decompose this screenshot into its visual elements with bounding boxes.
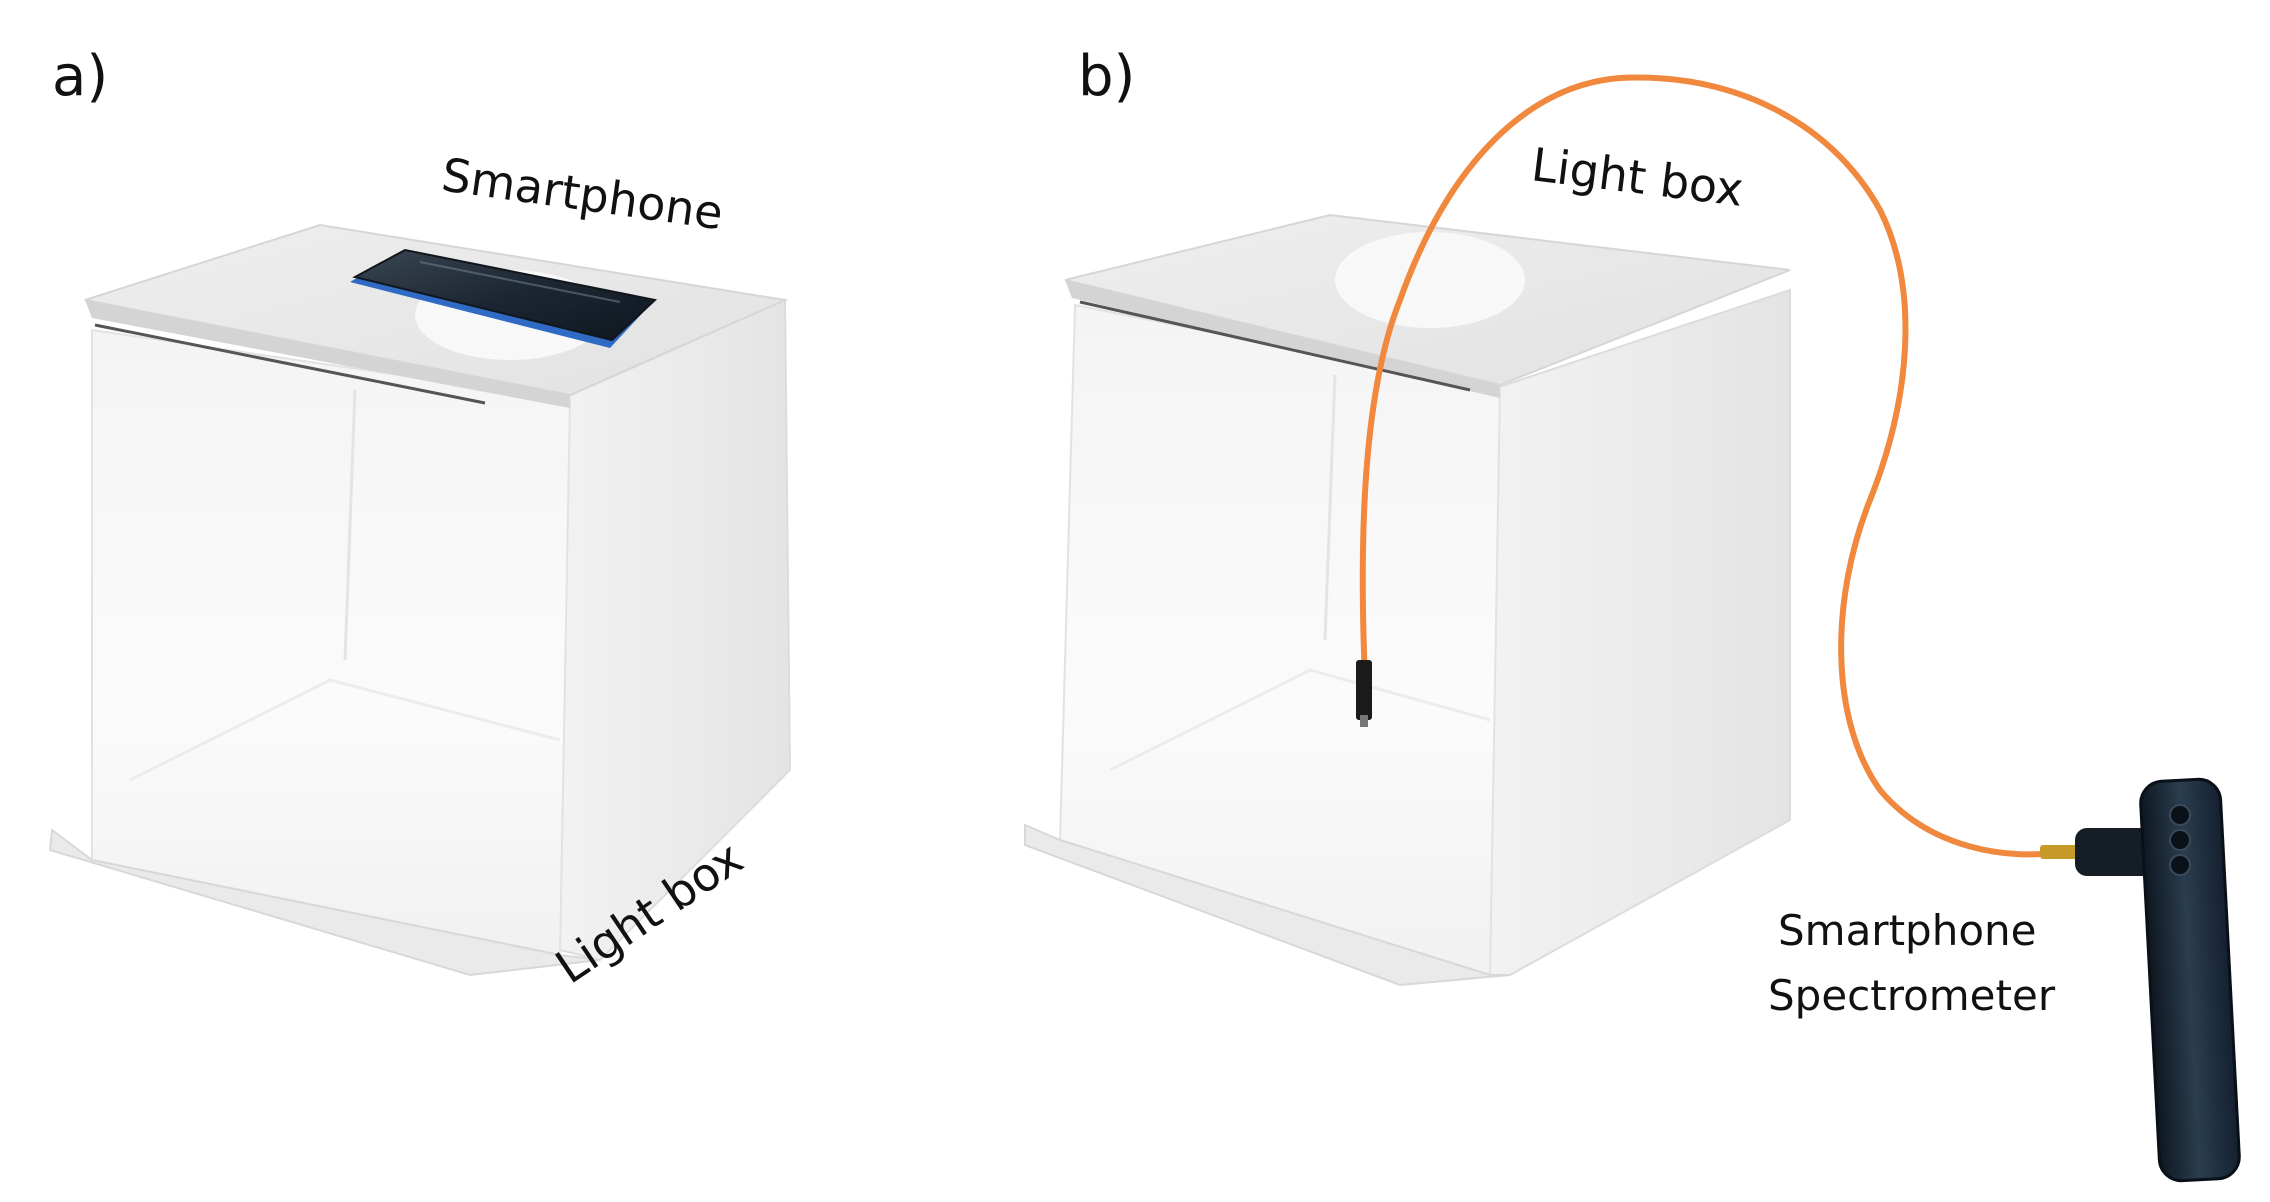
camera-lens-icon <box>2169 854 2191 876</box>
smartphone-a <box>350 248 658 348</box>
light-box-b-fold <box>1323 374 1337 641</box>
spectrometer-phone-body <box>2139 777 2241 1183</box>
light-box-b <box>1024 213 1791 987</box>
light-box-a-fold <box>343 389 357 661</box>
camera-lens-icon <box>2169 829 2191 851</box>
panel-a: a) Smartphone Light box <box>48 44 792 994</box>
camera-lens-icon <box>2169 804 2191 826</box>
light-box-a-slit <box>94 323 486 405</box>
light-box-a-front <box>91 328 572 957</box>
light-box-b-slit <box>1079 300 1471 392</box>
light-box-a-side <box>559 298 792 962</box>
panel-b-label: b) <box>1078 44 1135 109</box>
panel-b: b) Light box Smartphone Sp <box>1024 44 2241 1183</box>
light-box-b-bottom-lip <box>1024 823 1511 987</box>
light-box-b-inner-floor <box>1109 668 1491 772</box>
smartphone-spectrometer-callout-line1: Smartphone <box>1778 906 2036 955</box>
light-box-b-top-edge <box>1065 280 1500 398</box>
fiber-tip <box>1356 660 1372 720</box>
light-box-a-bottom-lip <box>48 828 601 977</box>
light-box-b-side <box>1489 288 1791 976</box>
light-box-a-top-edge <box>85 300 570 408</box>
smartphone-spectrometer-callout-line2: Spectrometer <box>1768 971 2056 1020</box>
light-box-b-top-hole <box>1335 232 1525 328</box>
fiber-ferrule <box>1360 715 1368 727</box>
smartphone-callout-a: Smartphone <box>438 147 726 240</box>
fiber-connector <box>2040 845 2080 859</box>
light-box-callout-b: Light box <box>1529 137 1747 217</box>
light-box-a-inner-floor <box>129 678 561 782</box>
smartphone-spectrometer <box>2075 777 2241 1183</box>
smartphone-a-glare <box>419 261 621 303</box>
smartphone-a-body <box>352 248 658 342</box>
panel-a-label: a) <box>52 44 108 109</box>
optical-fiber <box>1359 74 2063 858</box>
